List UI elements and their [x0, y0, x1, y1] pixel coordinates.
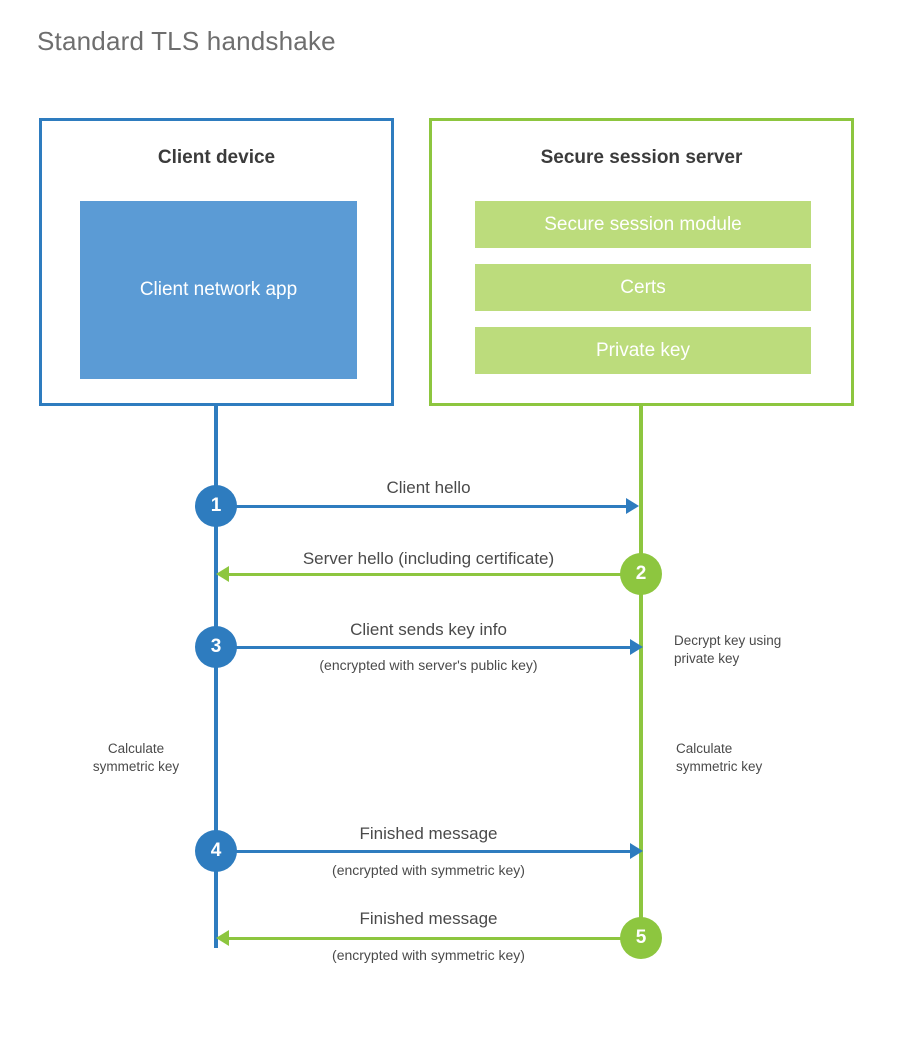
server-lifeline [639, 403, 643, 940]
step-3-sublabel: (encrypted with server's public key) [319, 657, 538, 673]
step-2-arrow-line [228, 573, 628, 576]
page-title: Standard TLS handshake [37, 26, 336, 56]
step-5-arrow-line [228, 937, 628, 940]
step-1-marker[interactable]: 1 [195, 485, 237, 527]
client-lifeline [214, 403, 218, 948]
step-2-label: Server hello (including certificate) [302, 549, 555, 568]
client-network-app-block: Client network app [80, 201, 357, 379]
step-3-arrow-line [216, 646, 630, 649]
step-3-arrowhead-icon [630, 639, 643, 655]
step-4-sublabel: (encrypted with symmetric key) [332, 862, 525, 878]
server-calculate-note-line1: Calculate [676, 741, 733, 756]
server-decrypt-note: Decrypt key using private key [674, 632, 844, 668]
step-4-marker[interactable]: 4 [195, 830, 237, 872]
client-calculate-symmetric-key-note: Calculate symmetric key [60, 740, 212, 776]
server-block-private-key: Private key [475, 327, 811, 374]
step-5-sublabel: (encrypted with symmetric key) [332, 947, 525, 963]
step-3-marker[interactable]: 3 [195, 626, 237, 668]
step-4-arrow-line [216, 850, 630, 853]
client-calculate-note-line2: symmetric key [92, 759, 180, 775]
step-2-arrowhead-icon [216, 566, 229, 582]
step-3-label: Client sends key info [350, 620, 507, 639]
secure-session-server-box: Secure session server Secure session mod… [429, 118, 854, 406]
server-block-certs: Certs [475, 264, 811, 311]
secure-session-server-title: Secure session server [540, 147, 743, 168]
server-calculate-symmetric-key-note: Calculate symmetric key [676, 740, 836, 776]
client-calculate-note-line1: Calculate [107, 741, 165, 756]
step-5-arrowhead-icon [216, 930, 229, 946]
step-2-marker[interactable]: 2 [620, 553, 662, 595]
server-decrypt-note-line2: private key [674, 651, 740, 667]
step-1-label: Client hello [386, 478, 471, 497]
step-4-label: Finished message [359, 824, 498, 843]
server-block-secure-session-module: Secure session module [475, 201, 811, 248]
client-device-box: Client device Client network app [39, 118, 394, 406]
server-calculate-note-line2: symmetric key [676, 759, 763, 775]
step-5-label: Finished message [359, 909, 498, 928]
step-5-marker[interactable]: 5 [620, 917, 662, 959]
step-1-arrow-line [216, 505, 626, 508]
step-1-arrowhead-icon [626, 498, 639, 514]
step-4-arrowhead-icon [630, 843, 643, 859]
server-decrypt-note-line1: Decrypt key using [674, 633, 782, 648]
client-device-title: Client device [157, 147, 276, 168]
